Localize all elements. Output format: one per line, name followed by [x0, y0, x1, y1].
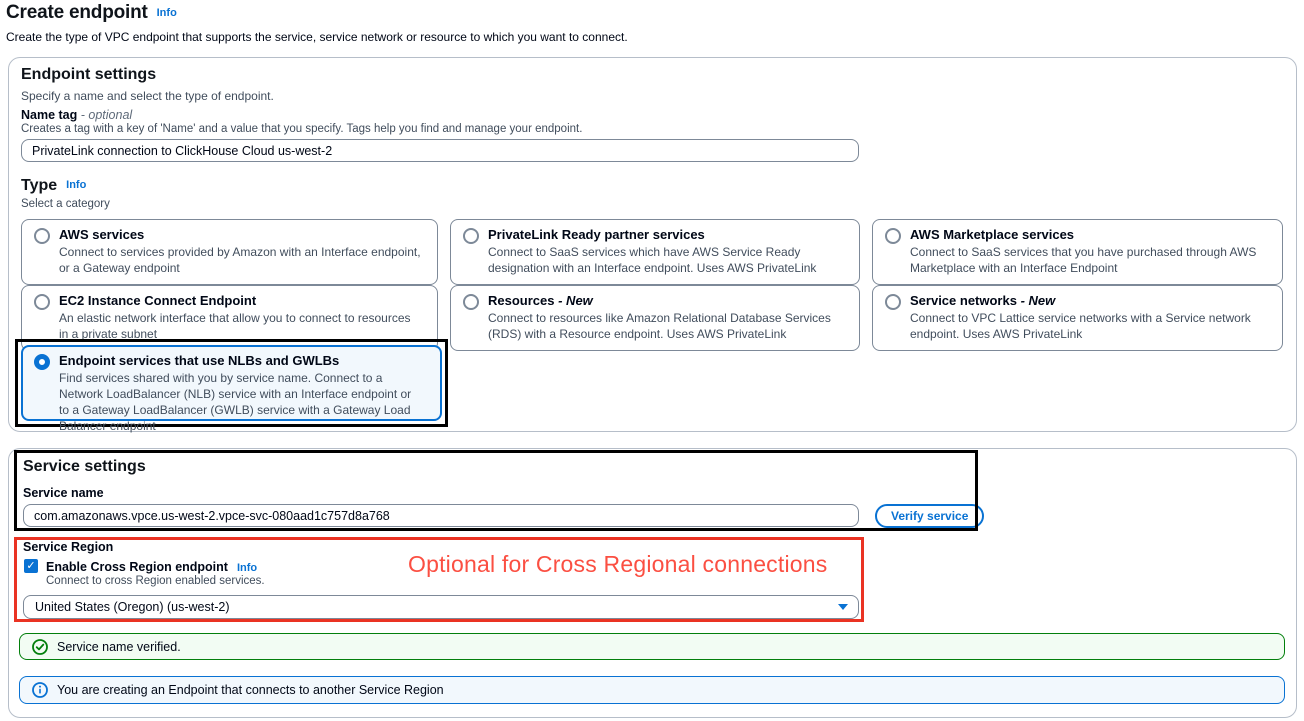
new-badge: - New: [1020, 293, 1056, 308]
service-verified-alert: Service name verified.: [19, 633, 1285, 660]
service-region-selected-value: United States (Oregon) (us-west-2): [35, 600, 230, 614]
info-circle-icon: [32, 682, 48, 698]
annotation-box-selected-type: Endpoint services that use NLBs and GWLB…: [15, 339, 448, 433]
service-name-input[interactable]: [23, 504, 859, 527]
radio-checked-icon[interactable]: [34, 354, 50, 370]
name-tag-constraint: Creates a tag with a key of 'Name' and a…: [21, 123, 583, 135]
option-description: Connect to VPC Lattice service networks …: [910, 311, 1251, 342]
enable-cross-region-label[interactable]: Enable Cross Region endpoint: [46, 560, 228, 574]
radio-icon[interactable]: [34, 294, 50, 310]
radio-icon[interactable]: [34, 228, 50, 244]
enable-cross-region-row: Enable Cross Region endpoint Info: [46, 558, 257, 576]
type-options-row-2: EC2 Instance Connect Endpoint An elastic…: [21, 285, 1283, 351]
service-settings-heading: Service settings: [23, 458, 146, 475]
option-title: AWS services: [59, 227, 145, 242]
option-title: PrivateLink Ready partner services: [488, 227, 705, 242]
verify-service-button[interactable]: Verify service: [875, 504, 985, 528]
info-alert-text: You are creating an Endpoint that connec…: [57, 683, 444, 697]
type-options-row-1: AWS services Connect to services provide…: [21, 219, 1283, 285]
type-description: Select a category: [21, 198, 110, 210]
page-title: Create endpoint: [6, 2, 148, 23]
type-info-link[interactable]: Info: [66, 179, 87, 191]
name-tag-label: Name tag - optional: [21, 108, 133, 122]
endpoint-type-option-aws-services[interactable]: AWS services Connect to services provide…: [21, 219, 438, 285]
option-description: Connect to resources like Amazon Relatio…: [488, 311, 831, 342]
endpoint-type-option-marketplace[interactable]: AWS Marketplace services Connect to SaaS…: [872, 219, 1283, 285]
name-tag-optional-suffix: - optional: [80, 108, 133, 122]
type-heading: Type: [21, 177, 58, 194]
option-title: Resources - New: [488, 293, 593, 308]
cross-region-info-link[interactable]: Info: [236, 562, 258, 574]
service-region-label: Service Region: [23, 540, 114, 554]
chevron-down-icon: [838, 604, 848, 610]
radio-icon[interactable]: [885, 228, 901, 244]
radio-icon[interactable]: [463, 228, 479, 244]
radio-icon[interactable]: [885, 294, 901, 310]
type-heading-row: Type Info: [21, 177, 86, 195]
option-description: Connect to SaaS services that you have p…: [910, 245, 1257, 276]
endpoint-type-option-resources[interactable]: Resources - New Connect to resources lik…: [450, 285, 860, 351]
endpoint-settings-description: Specify a name and select the type of en…: [21, 89, 274, 103]
service-settings-panel: Service settings Service name Verify ser…: [8, 448, 1297, 718]
endpoint-settings-panel: Endpoint settings Specify a name and sel…: [8, 57, 1297, 433]
page-description: Create the type of VPC endpoint that sup…: [6, 30, 628, 44]
service-region-select[interactable]: United States (Oregon) (us-west-2): [23, 595, 859, 619]
name-tag-input[interactable]: [21, 139, 859, 162]
new-badge: - New: [558, 293, 593, 308]
endpoint-settings-heading: Endpoint settings: [21, 66, 157, 83]
endpoint-type-option-privatelink-partner[interactable]: PrivateLink Ready partner services Conne…: [450, 219, 860, 285]
success-check-icon: [32, 638, 48, 655]
endpoint-type-option-nlb-gwlb-services[interactable]: Endpoint services that use NLBs and GWLB…: [21, 345, 442, 433]
option-title: Endpoint services that use NLBs and GWLB…: [59, 353, 340, 368]
option-description: An elastic network interface that allow …: [59, 311, 411, 342]
cross-region-description: Connect to cross Region enabled services…: [46, 575, 265, 587]
cross-region-info-alert: You are creating an Endpoint that connec…: [19, 676, 1285, 704]
option-title: Service networks - New: [910, 293, 1056, 308]
option-description: Connect to SaaS services which have AWS …: [488, 245, 817, 276]
page-title-info-link[interactable]: Info: [156, 7, 177, 19]
service-name-label: Service name: [23, 486, 104, 500]
option-title: AWS Marketplace services: [910, 227, 1075, 242]
option-description: Find services shared with you by service…: [59, 371, 412, 433]
option-title: EC2 Instance Connect Endpoint: [59, 293, 257, 308]
endpoint-type-option-service-networks[interactable]: Service networks - New Connect to VPC La…: [872, 285, 1283, 351]
page-header: Create endpoint Info: [6, 2, 177, 24]
enable-cross-region-checkbox[interactable]: ✓: [24, 559, 38, 573]
radio-icon[interactable]: [463, 294, 479, 310]
success-alert-text: Service name verified.: [57, 639, 181, 654]
annotation-text-cross-region: Optional for Cross Regional connections: [408, 551, 828, 577]
option-description: Connect to services provided by Amazon w…: [59, 245, 421, 276]
